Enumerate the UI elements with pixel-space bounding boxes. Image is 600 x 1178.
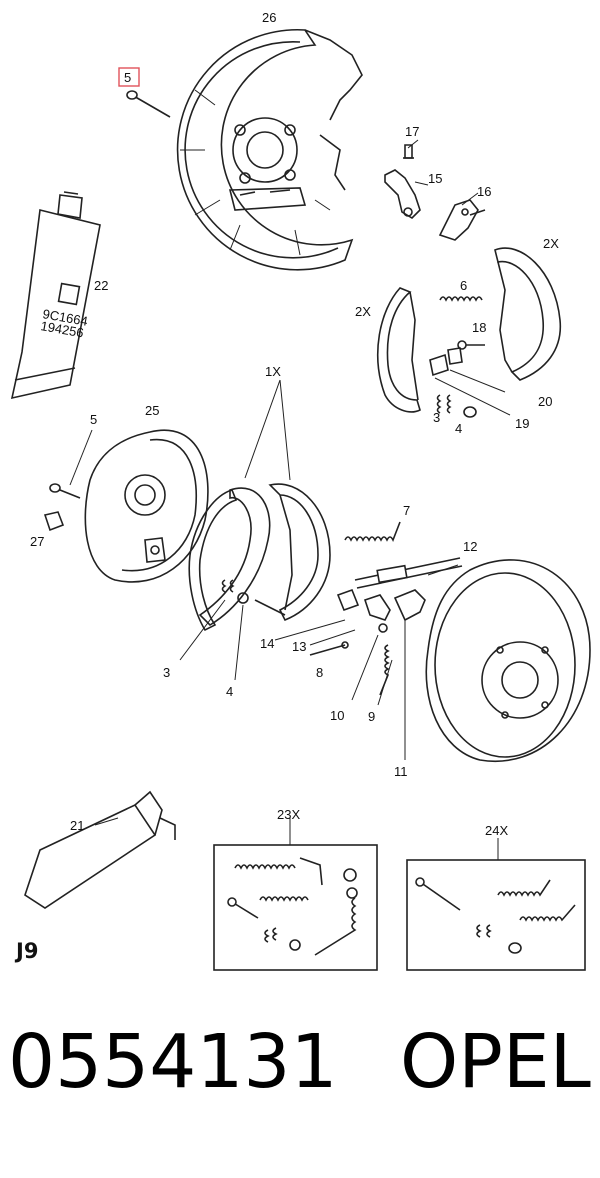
brake-shoes-lower xyxy=(188,483,331,632)
callout-1x: 1X xyxy=(265,364,281,379)
bolt-5-upper xyxy=(126,90,171,118)
brand-name: OPEL xyxy=(400,1019,591,1105)
spring-3-upper xyxy=(436,394,477,418)
pin-18 xyxy=(457,340,485,350)
parking-shoes-upper xyxy=(377,247,562,413)
callout-12: 12 xyxy=(463,539,477,554)
lever-15 xyxy=(384,169,421,220)
levers-13-14 xyxy=(274,588,426,656)
callout-14: 14 xyxy=(260,636,274,651)
callout-6: 6 xyxy=(460,278,467,293)
callout-10: 10 xyxy=(330,708,344,723)
callout-9: 9 xyxy=(368,709,375,724)
section-code: J9 xyxy=(14,939,38,963)
callout-2x-left: 2X xyxy=(355,304,371,319)
callout-26: 26 xyxy=(262,10,276,25)
callout-4-lower: 4 xyxy=(226,684,233,699)
grease-tube-21 xyxy=(24,790,176,909)
tube-22-print-2: 194256 xyxy=(39,318,84,340)
callout-3-lower: 3 xyxy=(163,665,170,680)
spring-6 xyxy=(439,296,483,302)
spring-3-4-lower xyxy=(179,579,249,681)
grease-tube-22 xyxy=(10,191,101,400)
callout-25: 25 xyxy=(145,403,159,418)
adjuster-16 xyxy=(438,199,486,241)
part-number: 0554131 xyxy=(8,1019,338,1105)
callout-15: 15 xyxy=(428,171,442,186)
callout-3-upper: 3 xyxy=(433,410,440,425)
callout-21: 21 xyxy=(70,818,84,833)
callout-8: 8 xyxy=(316,665,323,680)
callout-22: 22 xyxy=(94,278,108,293)
callout-4-upper: 4 xyxy=(455,421,462,436)
springs-9-10 xyxy=(351,623,393,706)
bleed-nipple-17 xyxy=(403,144,414,159)
spring-7 xyxy=(344,521,401,542)
callout-11: 11 xyxy=(394,764,408,779)
callout-19: 19 xyxy=(515,416,529,431)
bolt-5-lower xyxy=(49,429,93,499)
callout-5-upper: 5 xyxy=(124,70,131,85)
kit-box-24x xyxy=(406,838,586,971)
callout-17: 17 xyxy=(405,124,419,139)
callout-5-highlight-box xyxy=(118,67,140,87)
callout-16: 16 xyxy=(477,184,491,199)
callout-20: 20 xyxy=(538,394,552,409)
callout-13: 13 xyxy=(292,639,306,654)
callout-7: 7 xyxy=(403,503,410,518)
backing-plate-25 xyxy=(84,429,209,583)
callout-24x: 24X xyxy=(485,823,508,838)
callout-5-lower: 5 xyxy=(90,412,97,427)
kit-box-23x xyxy=(213,818,378,971)
callout-23x: 23X xyxy=(277,807,300,822)
strut-12 xyxy=(354,557,463,589)
callout-18: 18 xyxy=(472,320,486,335)
callout-27: 27 xyxy=(30,534,44,549)
nipple-27 xyxy=(43,511,65,532)
callout-2x-right: 2X xyxy=(543,236,559,251)
brake-drum-11 xyxy=(404,559,591,763)
backing-plate-26 xyxy=(176,28,363,271)
adjuster-parts-19-20 xyxy=(429,347,511,416)
